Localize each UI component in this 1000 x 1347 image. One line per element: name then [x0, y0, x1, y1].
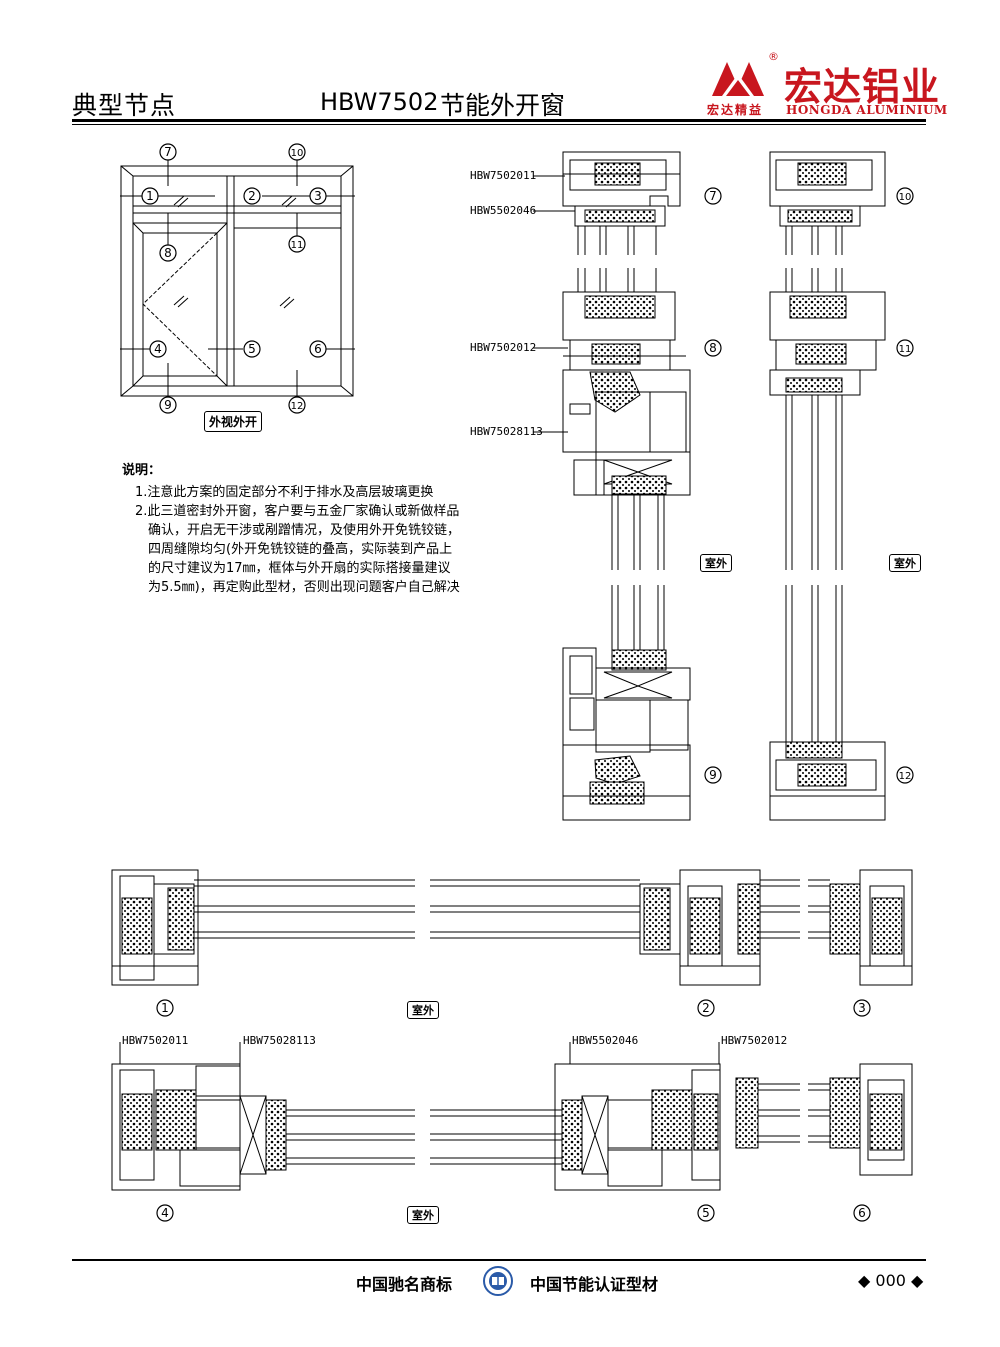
header-rule: [72, 119, 926, 122]
callout-number-4: 4: [161, 1206, 169, 1220]
callout-circle-12: [288, 396, 306, 414]
callout-number-3: 3: [858, 1001, 866, 1015]
callout-circle-12: [896, 766, 914, 784]
callout-circle-1: [141, 187, 159, 205]
footer-right: 中国节能认证型材: [530, 1275, 659, 1294]
callout-number-6: 6: [858, 1206, 866, 1220]
brand-name-en: HONGDA ALUMINIUM: [786, 103, 948, 117]
registered-mark: ®: [768, 50, 779, 63]
callout-number-1: 1: [161, 1001, 169, 1015]
exterior-label-b: 室外: [889, 554, 921, 572]
callout-circle-6: [309, 340, 327, 358]
vertical-section-a: [562, 151, 691, 821]
callout-circle-9: [159, 396, 177, 414]
profile-label-7: HBW5502046: [572, 1034, 639, 1047]
callout-circle-8: [159, 244, 177, 262]
profile-label-6: HBW75028113: [243, 1034, 316, 1047]
callout-circle-9: [704, 766, 722, 784]
profile-label-8: HBW7502012: [721, 1034, 788, 1047]
callout-number-2: 2: [702, 1001, 710, 1015]
brand-name-cn: 宏达铝业: [784, 64, 941, 109]
callout-circle-1: [156, 999, 174, 1017]
product-name: 节能外开窗: [440, 91, 566, 120]
callout-circle-11: [896, 339, 914, 357]
callout-circle-7: [159, 143, 177, 161]
exterior-label-d: 室外: [407, 1206, 439, 1224]
callout-number-5: 5: [248, 342, 256, 356]
callout-circle-8: [704, 339, 722, 357]
callout-circle-5: [243, 340, 261, 358]
callout-circle-3: [309, 187, 327, 205]
callout-circle-10: [288, 143, 306, 161]
notes-title: 说明：: [122, 463, 162, 478]
exterior-label-c: 室外: [407, 1001, 439, 1019]
header-rule-thin: [72, 124, 926, 125]
callout-number-7: 7: [164, 145, 172, 159]
profile-label-3: HBW7502012: [470, 341, 537, 354]
exterior-label-a: 室外: [700, 554, 732, 572]
callout-number-12: 12: [899, 771, 912, 782]
callout-circle-4: [156, 1204, 174, 1222]
callout-number-1: 1: [146, 189, 154, 203]
section-title: 典型节点: [72, 91, 177, 120]
callout-circle-5: [697, 1204, 715, 1222]
callout-circle-6: [853, 1204, 871, 1222]
note-item-2: 2.此三道密封外开窗，客户要与五金厂家确认或新做样品确认，开启无干涉或剐蹭情况，…: [135, 504, 461, 595]
vertical-section-b: [769, 151, 886, 821]
callout-number-11: 11: [291, 240, 304, 251]
profile-label-5: HBW7502011: [122, 1034, 189, 1047]
note-item-1: 1.注意此方案的固定部分不利于排水及高层玻璃更换: [135, 485, 434, 500]
view-label-text: 外视外开: [209, 415, 258, 429]
callout-number-3: 3: [314, 189, 322, 203]
model-number: HBW7502: [320, 88, 439, 116]
profile-label-1: HBW7502011: [470, 169, 537, 182]
horizontal-section-row1: [111, 869, 913, 986]
callout-number-12: 12: [291, 401, 304, 412]
footer-left: 中国驰名商标: [356, 1275, 453, 1294]
callout-circle-4: [149, 340, 167, 358]
profile-label-4: HBW75028113: [470, 425, 543, 438]
callout-number-9: 9: [164, 398, 172, 412]
window-elevation: [120, 160, 355, 398]
footer-rule: [72, 1259, 926, 1261]
horizontal-section-row2: [111, 1063, 913, 1191]
callout-circle-11: [288, 235, 306, 253]
profile-leaders: [119, 175, 720, 1066]
callout-number-9: 9: [709, 768, 717, 782]
callout-number-5: 5: [702, 1206, 710, 1220]
callout-circle-2: [697, 999, 715, 1017]
callout-number-7: 7: [709, 189, 717, 203]
callout-number-10: 10: [291, 148, 304, 159]
brand-sub-cn: 宏达精益: [707, 103, 764, 117]
callout-number-8: 8: [164, 246, 172, 260]
callout-number-8: 8: [709, 341, 717, 355]
callout-number-2: 2: [248, 189, 256, 203]
page-number: ◆ 000 ◆: [858, 1271, 924, 1290]
callout-number-4: 4: [154, 342, 162, 356]
callout-circle-3: [853, 999, 871, 1017]
profile-label-2: HBW5502046: [470, 204, 537, 217]
callout-circle-10: [896, 187, 914, 205]
view-label: 外视外开: [204, 411, 263, 432]
callout-number-6: 6: [314, 342, 322, 356]
callout-number-10: 10: [899, 192, 912, 203]
callout-number-11: 11: [899, 344, 912, 355]
callout-circle-7: [704, 187, 722, 205]
callout-circle-2: [243, 187, 261, 205]
notes: 说明： 1.注意此方案的固定部分不利于排水及高层玻璃更换 2.此三道密封外开窗，…: [122, 461, 462, 597]
